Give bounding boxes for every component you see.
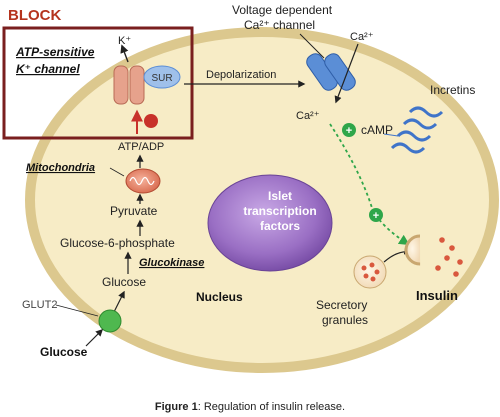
glucose-outer-label: Glucose [40,345,88,359]
glut2-label: GLUT2 [22,299,57,311]
ca-outside-label: Ca²⁺ [350,31,374,43]
exocytosis-plus-icon [369,208,383,222]
released-insulin-dots [435,237,463,277]
incretin-camp-link [383,133,399,137]
vdcc-pointer [299,33,325,59]
ca-influx-arrow [334,43,359,104]
exocytosis-plus-sign: + [373,210,379,222]
islet-factors-line1: Islet [268,189,292,203]
mitochondria-label: Mitochondria [26,162,95,174]
glucose-6-phosphate-label: Glucose-6-phosphate [60,236,175,250]
glucose-inner-label: Glucose [102,275,146,289]
granule-insulin-dots [361,262,380,282]
incretins-label: Incretins [430,83,475,97]
mitochondrion-icon [125,168,161,194]
k-channel-label-line1: ATP-sensitive [15,45,95,59]
islet-factors-line2: transcription [243,204,316,218]
atp-block-dot [144,114,158,128]
insulin-label: Insulin [416,288,458,303]
islet-factors-line3: factors [260,219,300,233]
camp-plus-sign: + [346,125,352,137]
sur-subunit [143,65,181,89]
block-label: BLOCK [8,7,61,24]
sur-label: SUR [151,73,172,84]
glucose-entry-arrow [85,328,104,347]
camp-label: cAMP [361,123,393,137]
figure-caption: Figure 1: Regulation of insulin release. [155,401,345,413]
depolarization-label: Depolarization [206,69,276,81]
secretory-granules-line1: Secretory [316,298,367,312]
vdcc-label-line1: Voltage dependent [232,3,333,17]
glut2-to-glucose-arrow [113,290,125,313]
ca-inside-label: Ca²⁺ [296,110,320,122]
nucleus [207,174,333,272]
k-ion-label: K⁺ [118,35,131,47]
secretory-granules-line2: granules [322,313,368,327]
caption-text: : Regulation of insulin release. [198,401,345,413]
secretory-granule [353,255,387,289]
incretin-receptor-icon [390,106,444,154]
caption-bold: Figure 1 [155,401,198,413]
glut2-pointer [55,304,99,317]
exocytosis-fusion-pore [404,234,421,266]
glucokinase-label: Glucokinase [139,257,204,269]
k-efflux-arrow [120,44,129,63]
voltage-calcium-channel [306,53,356,91]
block-highlight-box [2,26,194,140]
k-atp-channel [113,65,145,105]
mitochondria-pointer [109,167,125,177]
k-channel-label-line2: K⁺ channel [16,62,80,76]
glut2-transporter [98,309,122,333]
camp-plus-icon [342,123,356,137]
vdcc-label-line2: Ca²⁺ channel [244,18,315,32]
pyruvate-label: Pyruvate [110,204,158,218]
nucleus-label: Nucleus [196,290,243,304]
atp-adp-label: ATP/ADP [118,141,164,153]
